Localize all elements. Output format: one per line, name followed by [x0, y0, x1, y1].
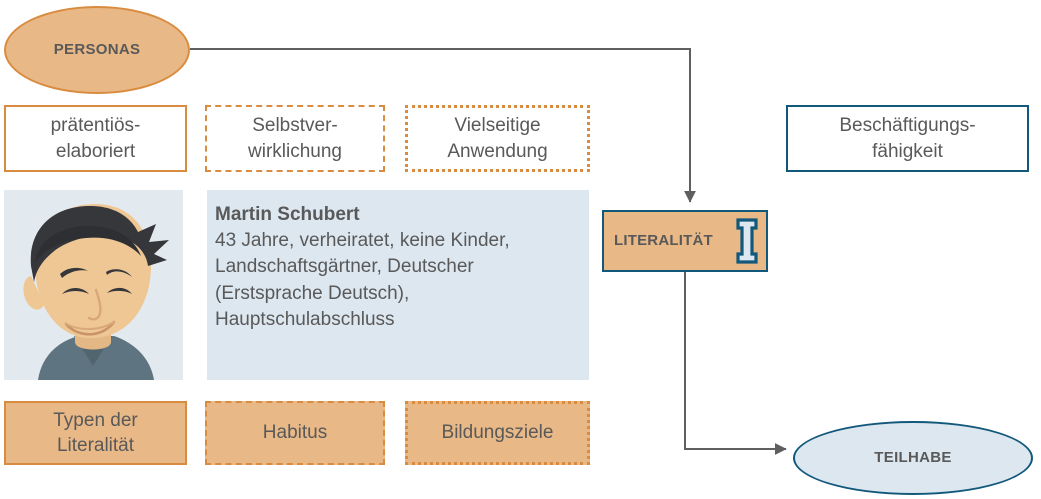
category-box-typen-der-literalitaet[interactable]: Typen der Literalität — [4, 401, 187, 465]
category-box-label: Bildungsziele — [441, 422, 554, 444]
persona-avatar — [4, 190, 183, 380]
label-line-2: wirklichung — [248, 140, 342, 162]
label-line-1: prätentiös- — [50, 115, 141, 137]
label-line-2: Literalität — [56, 435, 135, 456]
persona-description: 43 Jahre, verheiratet, keine Kinder, Lan… — [215, 230, 510, 330]
node-personas[interactable]: PERSONAS — [4, 6, 190, 94]
persona-name: Martin Schubert — [215, 204, 360, 225]
attribute-box-vielseitige-anwendung[interactable]: Vielseitige Anwendung — [405, 105, 590, 172]
book-i-beam-icon — [734, 218, 760, 264]
node-personas-label: PERSONAS — [53, 41, 141, 59]
label-line-2: elaboriert — [55, 140, 136, 162]
category-box-label: Habitus — [262, 422, 328, 444]
connector-literalitaet-to-teilhabe — [684, 272, 787, 455]
attribute-box-label: prätentiös- elaboriert — [51, 113, 141, 163]
category-box-bildungsziele[interactable]: Bildungsziele — [405, 401, 590, 465]
category-box-habitus[interactable]: Habitus — [205, 401, 385, 465]
node-teilhabe[interactable]: TEILHABE — [793, 421, 1033, 495]
label-line-2: fähigkeit — [872, 140, 943, 162]
attribute-box-label: Selbstver- wirklichung — [248, 113, 342, 163]
label-line-1: Typen der — [53, 409, 138, 431]
label-line-1: Selbstver- — [252, 115, 338, 137]
attribute-box-selbstverwirklichung[interactable]: Selbstver- wirklichung — [205, 105, 385, 172]
label-line-1: Vielseitige — [454, 115, 541, 137]
node-literalitaet[interactable]: LITERALITÄT — [602, 210, 768, 272]
label-line-1: Beschäftigungs- — [839, 115, 976, 137]
persona-info-panel: Martin Schubert 43 Jahre, verheiratet, k… — [207, 190, 589, 380]
outcome-box-label: Beschäftigungs- fähigkeit — [839, 113, 975, 163]
label-line-2: Anwendung — [447, 140, 548, 162]
attribute-box-label: Vielseitige Anwendung — [447, 113, 547, 163]
attribute-box-praetentioes-elaboriert[interactable]: prätentiös- elaboriert — [4, 105, 187, 172]
node-teilhabe-label: TEILHABE — [874, 449, 952, 467]
outcome-box-beschaeftigungsfaehigkeit[interactable]: Beschäftigungs- fähigkeit — [786, 105, 1029, 172]
avatar-illustration-icon — [4, 190, 183, 380]
category-box-label: Typen der Literalität — [53, 408, 138, 458]
node-literalitaet-label: LITERALITÄT — [614, 232, 713, 250]
